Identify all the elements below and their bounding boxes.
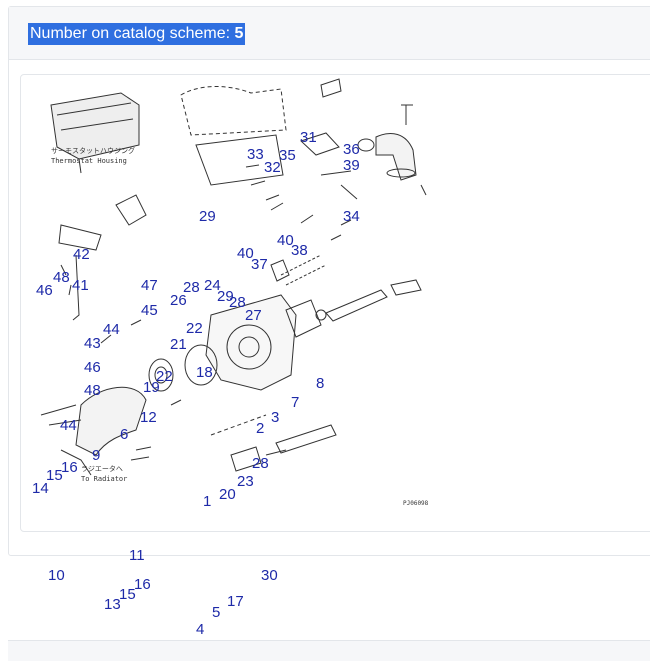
callout-number[interactable]: 30 bbox=[261, 567, 278, 584]
callout-number[interactable]: 20 bbox=[219, 486, 236, 503]
radiator-jp-label: ラジエータへ bbox=[81, 464, 123, 473]
callout-number[interactable]: 46 bbox=[84, 359, 101, 376]
callout-number[interactable]: 16 bbox=[61, 459, 78, 476]
callout-number[interactable]: 15 bbox=[119, 586, 136, 603]
callout-number[interactable]: 34 bbox=[343, 208, 360, 225]
bottom-panel-edge bbox=[8, 640, 650, 661]
callout-number[interactable]: 26 bbox=[170, 292, 187, 309]
callout-number[interactable]: 38 bbox=[291, 242, 308, 259]
callout-number[interactable]: 44 bbox=[103, 321, 120, 338]
callout-number[interactable]: 7 bbox=[291, 394, 300, 411]
callout-number[interactable]: 19 bbox=[143, 379, 160, 396]
callout-number[interactable]: 43 bbox=[84, 335, 101, 352]
callout-number[interactable]: 37 bbox=[251, 256, 268, 273]
title-prefix: Number on catalog scheme: bbox=[30, 25, 235, 42]
catalog-scheme-title: Number on catalog scheme: 5 bbox=[28, 23, 246, 45]
callout-number[interactable]: 21 bbox=[170, 336, 187, 353]
callout-number[interactable]: 46 bbox=[36, 282, 53, 299]
callout-number[interactable]: 11 bbox=[129, 547, 145, 564]
callout-number[interactable]: 35 bbox=[279, 147, 296, 164]
callout-number[interactable]: 42 bbox=[73, 246, 90, 263]
callout-number[interactable]: 12 bbox=[140, 409, 157, 426]
thermostat-jp-label: サーモスタットハウジング bbox=[51, 146, 135, 155]
callout-number[interactable]: 47 bbox=[141, 277, 158, 294]
callout-number[interactable]: 44 bbox=[60, 417, 77, 434]
callout-number[interactable]: 36 bbox=[343, 141, 360, 158]
callout-number[interactable]: 4 bbox=[196, 621, 205, 638]
callout-number[interactable]: 17 bbox=[227, 593, 244, 610]
callout-number[interactable]: 23 bbox=[237, 473, 254, 490]
radiator-label: To Radiator bbox=[81, 475, 127, 483]
callout-number[interactable]: 28 bbox=[252, 455, 269, 472]
parts-diagram-frame: サーモスタットハウジング Thermostat Housing ラジエータへ T… bbox=[20, 74, 650, 532]
callout-number[interactable]: 39 bbox=[343, 157, 360, 174]
callout-number[interactable]: 29 bbox=[217, 288, 234, 305]
callout-number[interactable]: 45 bbox=[141, 302, 158, 319]
callout-number[interactable]: 3 bbox=[271, 409, 280, 426]
callout-number[interactable]: 9 bbox=[92, 447, 101, 464]
callout-number[interactable]: 40 bbox=[237, 245, 254, 262]
callout-number[interactable]: 28 bbox=[183, 279, 200, 296]
callout-number[interactable]: 14 bbox=[32, 480, 49, 497]
callout-number[interactable]: 5 bbox=[212, 604, 221, 621]
callout-number[interactable]: 18 bbox=[196, 364, 213, 381]
callout-number[interactable]: 22 bbox=[186, 320, 203, 337]
callout-number[interactable]: 8 bbox=[316, 375, 325, 392]
callout-number[interactable]: 29 bbox=[199, 208, 216, 225]
scheme-number: 5 bbox=[234, 25, 244, 42]
diagram-code: PJ06098 bbox=[403, 500, 429, 507]
callout-number[interactable]: 24 bbox=[204, 277, 221, 294]
callout-number[interactable]: 48 bbox=[84, 382, 101, 399]
callout-number[interactable]: 48 bbox=[53, 269, 70, 286]
callout-number[interactable]: 2 bbox=[256, 420, 265, 437]
callout-number[interactable]: 32 bbox=[264, 159, 281, 176]
parts-diagram: サーモスタットハウジング Thermostat Housing ラジエータへ T… bbox=[40, 78, 429, 507]
callout-number[interactable]: 15 bbox=[46, 467, 63, 484]
callout-number[interactable]: 22 bbox=[156, 368, 173, 385]
callout-number[interactable]: 41 bbox=[72, 277, 89, 294]
callout-number[interactable]: 27 bbox=[245, 307, 262, 324]
callout-number[interactable]: 1 bbox=[203, 493, 212, 510]
callout-number[interactable]: 16 bbox=[134, 576, 151, 593]
callout-number[interactable]: 6 bbox=[120, 426, 129, 443]
panel-header: Number on catalog scheme: 5 bbox=[9, 7, 650, 60]
callout-number[interactable]: 31 bbox=[300, 129, 317, 146]
callout-number[interactable]: 40 bbox=[277, 232, 294, 249]
callout-number[interactable]: 28 bbox=[229, 294, 246, 311]
callout-number[interactable]: 33 bbox=[247, 146, 264, 163]
callout-number[interactable]: 13 bbox=[104, 596, 121, 613]
thermostat-label: Thermostat Housing bbox=[51, 157, 127, 165]
callout-number[interactable]: 10 bbox=[48, 567, 65, 584]
